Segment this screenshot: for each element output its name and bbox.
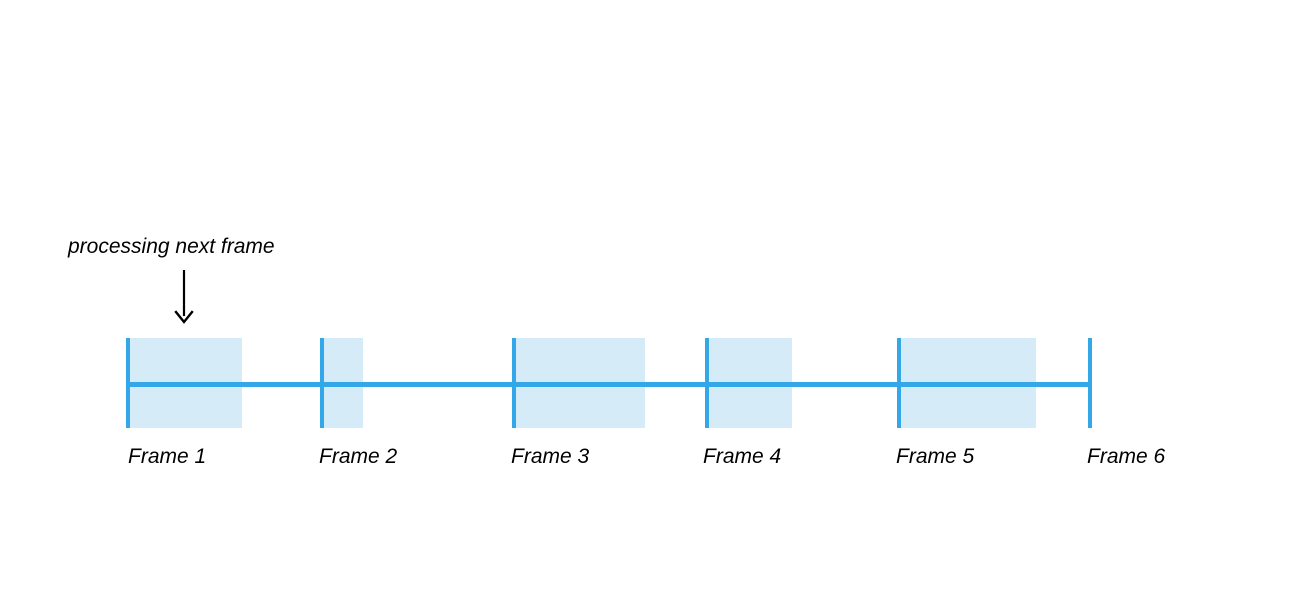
frame-boundary-tick (897, 338, 901, 428)
frame-boundary-tick (320, 338, 324, 428)
frame-label: Frame 5 (896, 445, 975, 468)
frame-label: Frame 1 (128, 445, 207, 468)
frame-boundary-tick (512, 338, 516, 428)
frame-label: Frame 2 (319, 445, 398, 468)
frame-label: Frame 4 (703, 445, 782, 468)
frame-label: Frame 6 (1087, 445, 1166, 468)
frame-boundary-tick (1088, 338, 1092, 428)
annotation-label: processing next frame (68, 235, 275, 258)
frame-label: Frame 3 (511, 445, 590, 468)
arrow-down-icon (162, 268, 208, 331)
frame-boundary-tick (705, 338, 709, 428)
frame-boundary-tick (126, 338, 130, 428)
timeline-axis-line (126, 382, 1090, 387)
